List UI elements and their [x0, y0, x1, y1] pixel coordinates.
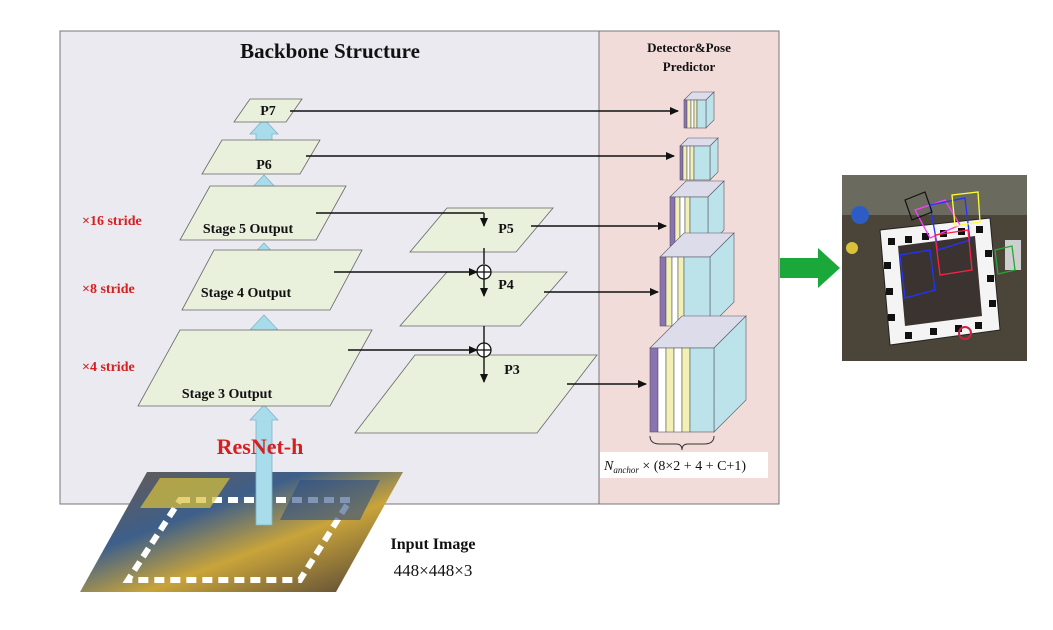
stride-8-label: ×8 stride: [82, 282, 135, 297]
p7-plane: [233, 98, 303, 123]
sum-node-p3: [476, 342, 492, 358]
tensor-p7: [683, 91, 715, 129]
stage5-label: Stage 5 Output: [203, 222, 294, 237]
stage4-label: Stage 4 Output: [201, 286, 292, 301]
input-size: 448×448×3: [394, 561, 473, 580]
connection-lines: [290, 107, 679, 388]
stride-16-label: ×16 stride: [82, 214, 142, 229]
stage5-plane: [179, 185, 347, 241]
stage3-plane: [137, 329, 373, 407]
p4-label: P4: [498, 278, 514, 293]
tensor-stacks: [649, 91, 747, 433]
tensor-p3: [649, 315, 747, 433]
output-arrow: [780, 248, 840, 288]
output-image: [842, 175, 1027, 361]
formula-n: N: [603, 459, 614, 474]
stride-4-label: ×4 stride: [82, 360, 135, 375]
stage4-plane: [181, 249, 363, 311]
p5-label: P5: [498, 222, 514, 237]
detector-title-line1: Detector&Pose: [647, 40, 731, 55]
p5-plane: [409, 207, 554, 253]
stage3-label: Stage 3 Output: [182, 387, 273, 402]
formula-box: [600, 452, 768, 478]
p7-label: P7: [260, 104, 276, 119]
formula-sub: anchor: [613, 465, 639, 475]
p6-plane: [201, 139, 321, 175]
input-image: [80, 472, 403, 592]
p4-plane: [399, 271, 568, 327]
p6-label: P6: [256, 158, 272, 173]
resnet-label: ResNet-h: [217, 434, 304, 459]
formula-rest: × (8×2 + 4 + C+1): [639, 459, 746, 474]
p3-plane: [354, 354, 598, 434]
sum-node-p4: [476, 264, 492, 280]
backbone-title: Backbone Structure: [240, 39, 420, 63]
p3-label: P3: [504, 363, 520, 378]
formula: Nanchor × (8×2 + 4 + C+1): [603, 459, 746, 475]
brace: [649, 435, 715, 451]
input-label: Input Image: [391, 536, 476, 553]
tensor-p4: [659, 232, 735, 327]
tensor-p6: [679, 137, 719, 181]
detector-title-line2: Predictor: [663, 59, 716, 74]
